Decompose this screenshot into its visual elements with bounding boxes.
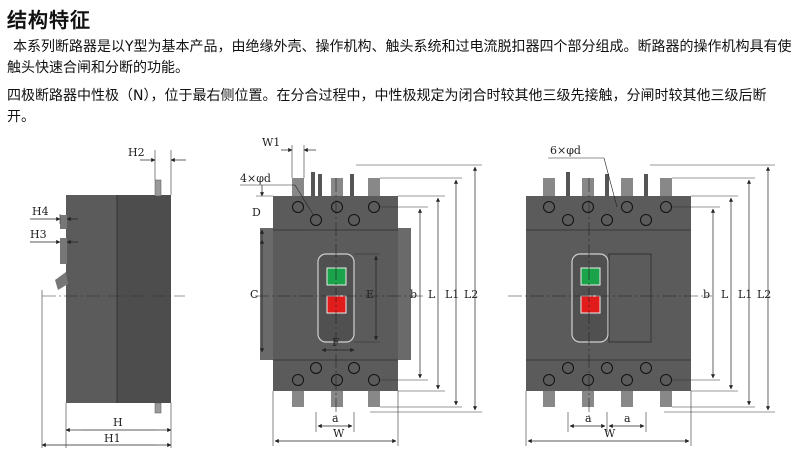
a-label-4p-second: a [624, 412, 631, 425]
side-label-h: H [113, 416, 123, 429]
a-label-4p: a [585, 412, 592, 425]
side-label-h1: H1 [104, 432, 121, 445]
l2-label-4p: L2 [757, 288, 771, 301]
l1-label-3p: L1 [445, 288, 459, 301]
off-button-4p [580, 295, 601, 314]
f-label: F [332, 336, 340, 349]
e-label: E [366, 288, 374, 301]
on-button-4p [580, 267, 601, 286]
d-label: D [252, 206, 261, 219]
side-body-right [117, 195, 171, 403]
w-label-3p: W [333, 427, 345, 440]
b-label-3p: b [410, 288, 417, 301]
w-label-4p: W [604, 427, 616, 440]
w1-label: W1 [262, 136, 280, 149]
holes-label-3p: 4×φd [240, 172, 271, 185]
l1-label-4p: L1 [738, 288, 752, 301]
three-pole-front-view: W1 4×φd D C E F b L L1 L [240, 136, 482, 446]
description-paragraph-2: 四极断路器中性极（N），位于最右侧位置。在分合过程中，中性极规定为闭合时较其他三… [7, 88, 767, 125]
four-pole-front-view: 6×φd b L L1 L2 a a W [508, 144, 775, 446]
l2-label-3p: L2 [464, 288, 478, 301]
off-button [326, 295, 347, 314]
side-label-h4: H4 [32, 205, 49, 218]
b-label-4p: b [703, 288, 710, 301]
side-label-h3: H3 [30, 228, 47, 241]
side-view-drawing: H2 H4 H3 H H1 [30, 146, 186, 448]
side-body-left [66, 195, 117, 403]
holes-label-4p: 6×φd [550, 144, 581, 157]
c-label: C [250, 288, 258, 301]
l-label-3p: L [428, 288, 436, 301]
description-paragraph-1: 本系列断路器是以Y型为基本产品，由绝缘外壳、操作机构、触头系统和过电流脱扣器四个… [7, 39, 792, 76]
l-label-4p: L [721, 288, 729, 301]
a-label-3p: a [332, 412, 339, 425]
on-button [326, 267, 347, 286]
side-label-h2: H2 [128, 146, 145, 159]
section-heading: 结构特征 [7, 8, 91, 32]
